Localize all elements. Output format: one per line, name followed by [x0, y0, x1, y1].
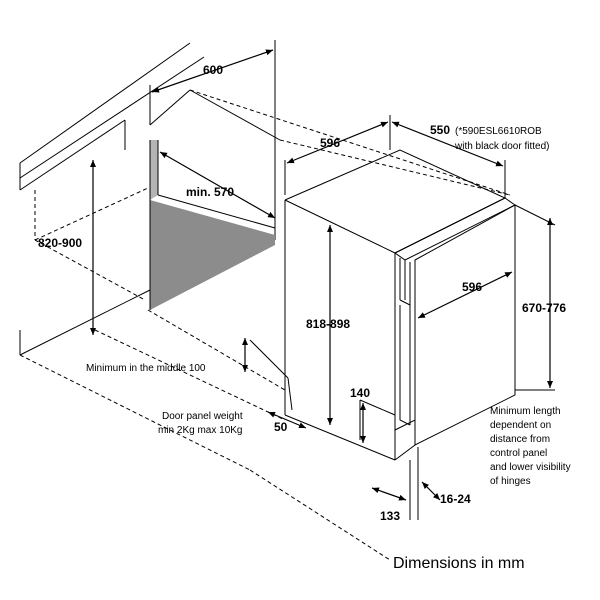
label-gap-16-24: 16-24 [440, 492, 471, 506]
label-min-middle-100: Minimum in the middle 100 [86, 363, 206, 374]
label-gap-50: 50 [274, 420, 288, 434]
arrow-door-596 [417, 271, 513, 319]
kitchen-cabinet [19, 120, 391, 561]
label-min-length-line6: of hinges [490, 476, 531, 487]
label-depth-596: 596 [320, 136, 340, 150]
label-door-weight-line2: min 2Kg max 10Kg [158, 425, 243, 436]
dimension-lines [90, 40, 556, 520]
label-550-note-line2: with black door fitted) [454, 141, 550, 152]
label-depth-550: 550 [430, 123, 450, 137]
cavity-back-wall [150, 200, 275, 310]
arrow-plinth-133 [371, 487, 407, 501]
arrow-depth-550 [391, 121, 504, 167]
arrow-min-570 [159, 151, 276, 219]
arrow-depth-596 [286, 121, 389, 164]
installation-cavity [149, 140, 276, 310]
label-min-length-line3: distance from [490, 434, 550, 445]
caption-dimensions-in-mm: Dimensions in mm [393, 555, 525, 572]
label-min-length-line1: Minimum length [490, 406, 561, 417]
label-height-820-900: 820-900 [38, 236, 82, 250]
label-550-note-line1: (*590ESL6610ROB [455, 126, 542, 137]
label-min-length-line2: dependent on [490, 420, 551, 431]
label-plinth-133: 133 [380, 509, 400, 523]
label-door-weight-line1: Door panel weight [162, 411, 243, 422]
label-door-596: 596 [462, 280, 482, 294]
arrow-600 [151, 49, 274, 93]
label-plinth-140: 140 [350, 386, 370, 400]
arrow-gap-16-24 [421, 481, 441, 501]
label-height-818-898: 818-898 [306, 317, 350, 331]
label-min-length-line4: control panel [490, 448, 547, 459]
label-width-600: 600 [203, 63, 223, 77]
dishwasher-body [284, 149, 507, 461]
label-door-670-776: 670-776 [522, 301, 566, 315]
cavity-side-wall [150, 140, 158, 200]
label-min-length-line5: and lower visibility [490, 462, 571, 473]
label-min-570: min. 570 [186, 185, 234, 199]
dimension-labels: 600 820-900 min. 570 596 550 (*590ESL661… [38, 63, 571, 523]
arrow-gap-50 [267, 411, 307, 429]
